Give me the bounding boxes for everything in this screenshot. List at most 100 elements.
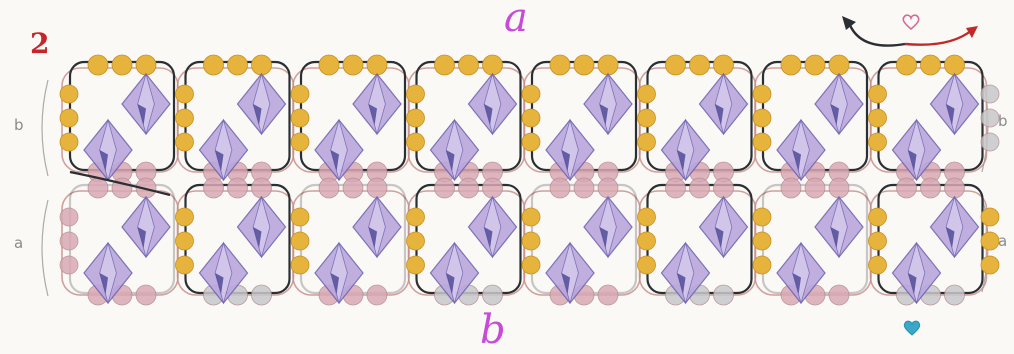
crystal bbox=[891, 241, 942, 305]
crystal bbox=[776, 241, 826, 305]
bead bbox=[203, 54, 224, 76]
crystal-shadow bbox=[253, 104, 262, 125]
arrow-head-left bbox=[842, 16, 856, 30]
bead bbox=[342, 177, 364, 199]
bead bbox=[227, 54, 248, 76]
crystal-shadow bbox=[946, 104, 955, 125]
crystal bbox=[929, 72, 980, 136]
crystal-facet bbox=[599, 195, 617, 259]
crystal bbox=[352, 195, 402, 259]
bead bbox=[521, 108, 541, 128]
crystal-facet bbox=[792, 118, 810, 182]
crystal-shadow bbox=[446, 273, 455, 294]
arrow-head-right bbox=[966, 26, 978, 38]
bead bbox=[290, 207, 310, 227]
crystal bbox=[352, 72, 402, 136]
crystal-facet bbox=[945, 195, 964, 259]
bead bbox=[135, 54, 157, 76]
crystal-facet bbox=[830, 195, 848, 259]
crystal bbox=[814, 72, 864, 136]
crystal-facet bbox=[330, 118, 348, 182]
bead bbox=[868, 84, 887, 104]
crystal-shadow bbox=[330, 150, 339, 171]
crystal-facet bbox=[830, 72, 848, 136]
bead bbox=[689, 54, 710, 76]
bead bbox=[175, 255, 194, 275]
crystal-facet bbox=[214, 118, 233, 182]
bead bbox=[318, 177, 340, 199]
bead bbox=[521, 207, 541, 227]
crystal-facet bbox=[137, 195, 155, 259]
bottom-edge-label: b bbox=[480, 307, 506, 353]
bead bbox=[59, 231, 79, 251]
crystal-facet bbox=[445, 241, 464, 305]
bead bbox=[868, 132, 887, 152]
crystal-facet bbox=[330, 241, 348, 305]
crystal-shadow bbox=[484, 227, 493, 248]
bead bbox=[944, 54, 965, 76]
crystal-facet bbox=[907, 241, 926, 305]
bead bbox=[780, 54, 802, 76]
bead bbox=[87, 177, 109, 199]
right-row2-label: a bbox=[998, 232, 1008, 250]
bead bbox=[434, 54, 455, 76]
bead bbox=[665, 54, 686, 76]
crystal-facet bbox=[252, 72, 271, 136]
crystal-shadow bbox=[137, 104, 146, 125]
bead bbox=[59, 132, 79, 152]
bead bbox=[713, 177, 734, 199]
bead bbox=[597, 177, 619, 199]
crystal bbox=[198, 118, 249, 182]
bead bbox=[175, 231, 194, 251]
crystal bbox=[891, 118, 942, 182]
bead bbox=[175, 132, 194, 152]
bead bbox=[920, 54, 941, 76]
crystal-shadow bbox=[561, 150, 570, 171]
curved-arrow-left-icon bbox=[846, 19, 906, 47]
bead bbox=[752, 231, 772, 251]
bead bbox=[406, 84, 425, 104]
bead bbox=[549, 54, 571, 76]
bead bbox=[868, 255, 887, 275]
crystal-facet bbox=[483, 72, 502, 136]
bead bbox=[980, 207, 1000, 227]
bead bbox=[521, 84, 541, 104]
crystal bbox=[660, 118, 711, 182]
crystal bbox=[236, 72, 287, 136]
bead bbox=[251, 177, 272, 199]
crystal-shadow bbox=[946, 227, 955, 248]
right-row1-label: b bbox=[998, 112, 1008, 130]
bead bbox=[521, 255, 541, 275]
bead bbox=[752, 132, 772, 152]
bead bbox=[59, 255, 79, 275]
crystal-shadow bbox=[215, 150, 224, 171]
crystal bbox=[314, 118, 364, 182]
crystal-facet bbox=[368, 72, 386, 136]
bead bbox=[573, 177, 595, 199]
bead bbox=[366, 177, 388, 199]
crystal bbox=[83, 118, 133, 182]
crystal-shadow bbox=[715, 104, 724, 125]
bead bbox=[318, 54, 340, 76]
bead bbox=[665, 177, 686, 199]
bead bbox=[597, 54, 619, 76]
bead bbox=[828, 54, 850, 76]
crystal-facet bbox=[676, 241, 695, 305]
bead bbox=[868, 108, 887, 128]
crystal bbox=[583, 195, 633, 259]
bead bbox=[366, 284, 388, 306]
bead bbox=[203, 177, 224, 199]
crystal bbox=[814, 195, 864, 259]
crystal-shadow bbox=[908, 273, 917, 294]
bead bbox=[406, 255, 425, 275]
bead bbox=[59, 207, 79, 227]
crystal bbox=[467, 72, 518, 136]
bead bbox=[637, 231, 656, 251]
bead bbox=[290, 132, 310, 152]
bead bbox=[637, 207, 656, 227]
crystal bbox=[660, 241, 711, 305]
crystal bbox=[83, 241, 133, 305]
bead bbox=[920, 177, 941, 199]
bead bbox=[290, 255, 310, 275]
